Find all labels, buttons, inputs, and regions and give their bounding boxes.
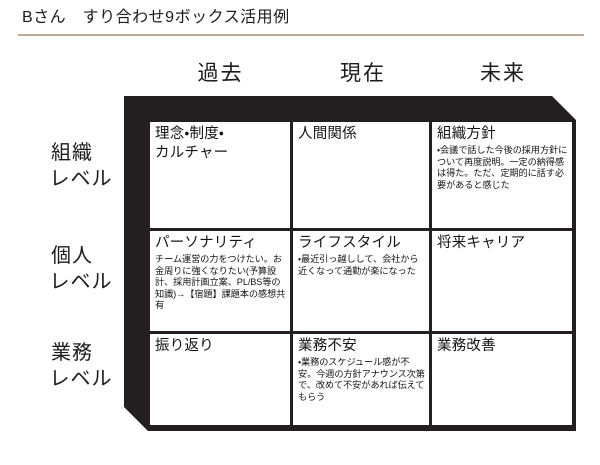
cell-body: ・最近引っ越しして、会社から近くなって通勤が楽になった (298, 254, 419, 276)
cell-title: 業務不安 (298, 338, 357, 354)
row-label-operations-line2: レベル (49, 368, 113, 390)
matrix-cell-individual-past[interactable]: パーソナリティ チーム運営の力をつけたい。お金周りに強くなりたい(予算設計、採用… (148, 229, 292, 333)
column-header-present: 現在 (340, 62, 386, 85)
matrix-cell-organization-present[interactable]: 人間関係 (291, 120, 431, 230)
matrix-cell-organization-past[interactable]: 理念・制度・ カルチャー (148, 120, 292, 230)
matrix-cell-individual-present[interactable]: ライフスタイル ・最近引っ越しして、会社から近くなって通勤が楽になった (291, 229, 431, 333)
cell-title: 振り返り (155, 338, 214, 354)
nine-box-matrix: 理念・制度・ カルチャー 人間関係 組織方針 ・会議で話した今後の採用方針につい… (148, 120, 574, 427)
matrix-cell-operations-past[interactable]: 振り返り (148, 332, 292, 427)
row-label-operations-line1: 業務 (51, 342, 93, 364)
row-label-organization-line1: 組織 (51, 142, 93, 164)
cell-body: チーム運営の力をつけたい。お金周りに強くなりたい(予算設計、採用計画立案、PL/… (155, 254, 286, 311)
cell-title: ライフスタイル (298, 235, 401, 251)
row-label-individual-line1: 個人 (51, 245, 93, 267)
cell-title: パーソナリティ (155, 235, 258, 251)
cell-title: 業務改善 (437, 338, 496, 354)
cell-title: 組織方針 (437, 126, 496, 142)
matrix-cell-individual-future[interactable]: 将来キャリア (430, 229, 574, 333)
row-label-organization-line2: レベル (49, 168, 113, 190)
column-header-future: 未来 (480, 62, 526, 85)
title-divider (18, 34, 584, 36)
cell-title: 将来キャリア (437, 235, 526, 251)
cell-body: ・業務のスケジュール感が不安。今週の方針アナウンス次第で、改めて不安があれば伝え… (298, 357, 425, 402)
matrix-cell-operations-present[interactable]: 業務不安 ・業務のスケジュール感が不安。今週の方針アナウンス次第で、改めて不安が… (291, 332, 431, 427)
matrix-cell-operations-future[interactable]: 業務改善 (430, 332, 574, 427)
cell-title: 理念・制度・ カルチャー (155, 126, 229, 161)
row-label-individual-line2: レベル (49, 271, 113, 293)
column-header-past: 過去 (197, 62, 244, 85)
page-title: Bさん すり合わせ9ボックス活用例 (22, 9, 290, 26)
row-label-individual: 個人 レベル (18, 243, 126, 295)
cell-body: ・会議で話した今後の採用方針について再度説明。一定の納得感は得た。ただ、定期的に… (437, 145, 568, 190)
matrix-cell-organization-future[interactable]: 組織方針 ・会議で話した今後の採用方針について再度説明。一定の納得感は得た。ただ… (430, 120, 574, 230)
row-label-organization: 組織 レベル (18, 140, 126, 192)
cell-title: 人間関係 (298, 126, 357, 142)
title-area: Bさん すり合わせ9ボックス活用例 (0, 0, 600, 40)
row-label-operations: 業務 レベル (18, 340, 126, 392)
